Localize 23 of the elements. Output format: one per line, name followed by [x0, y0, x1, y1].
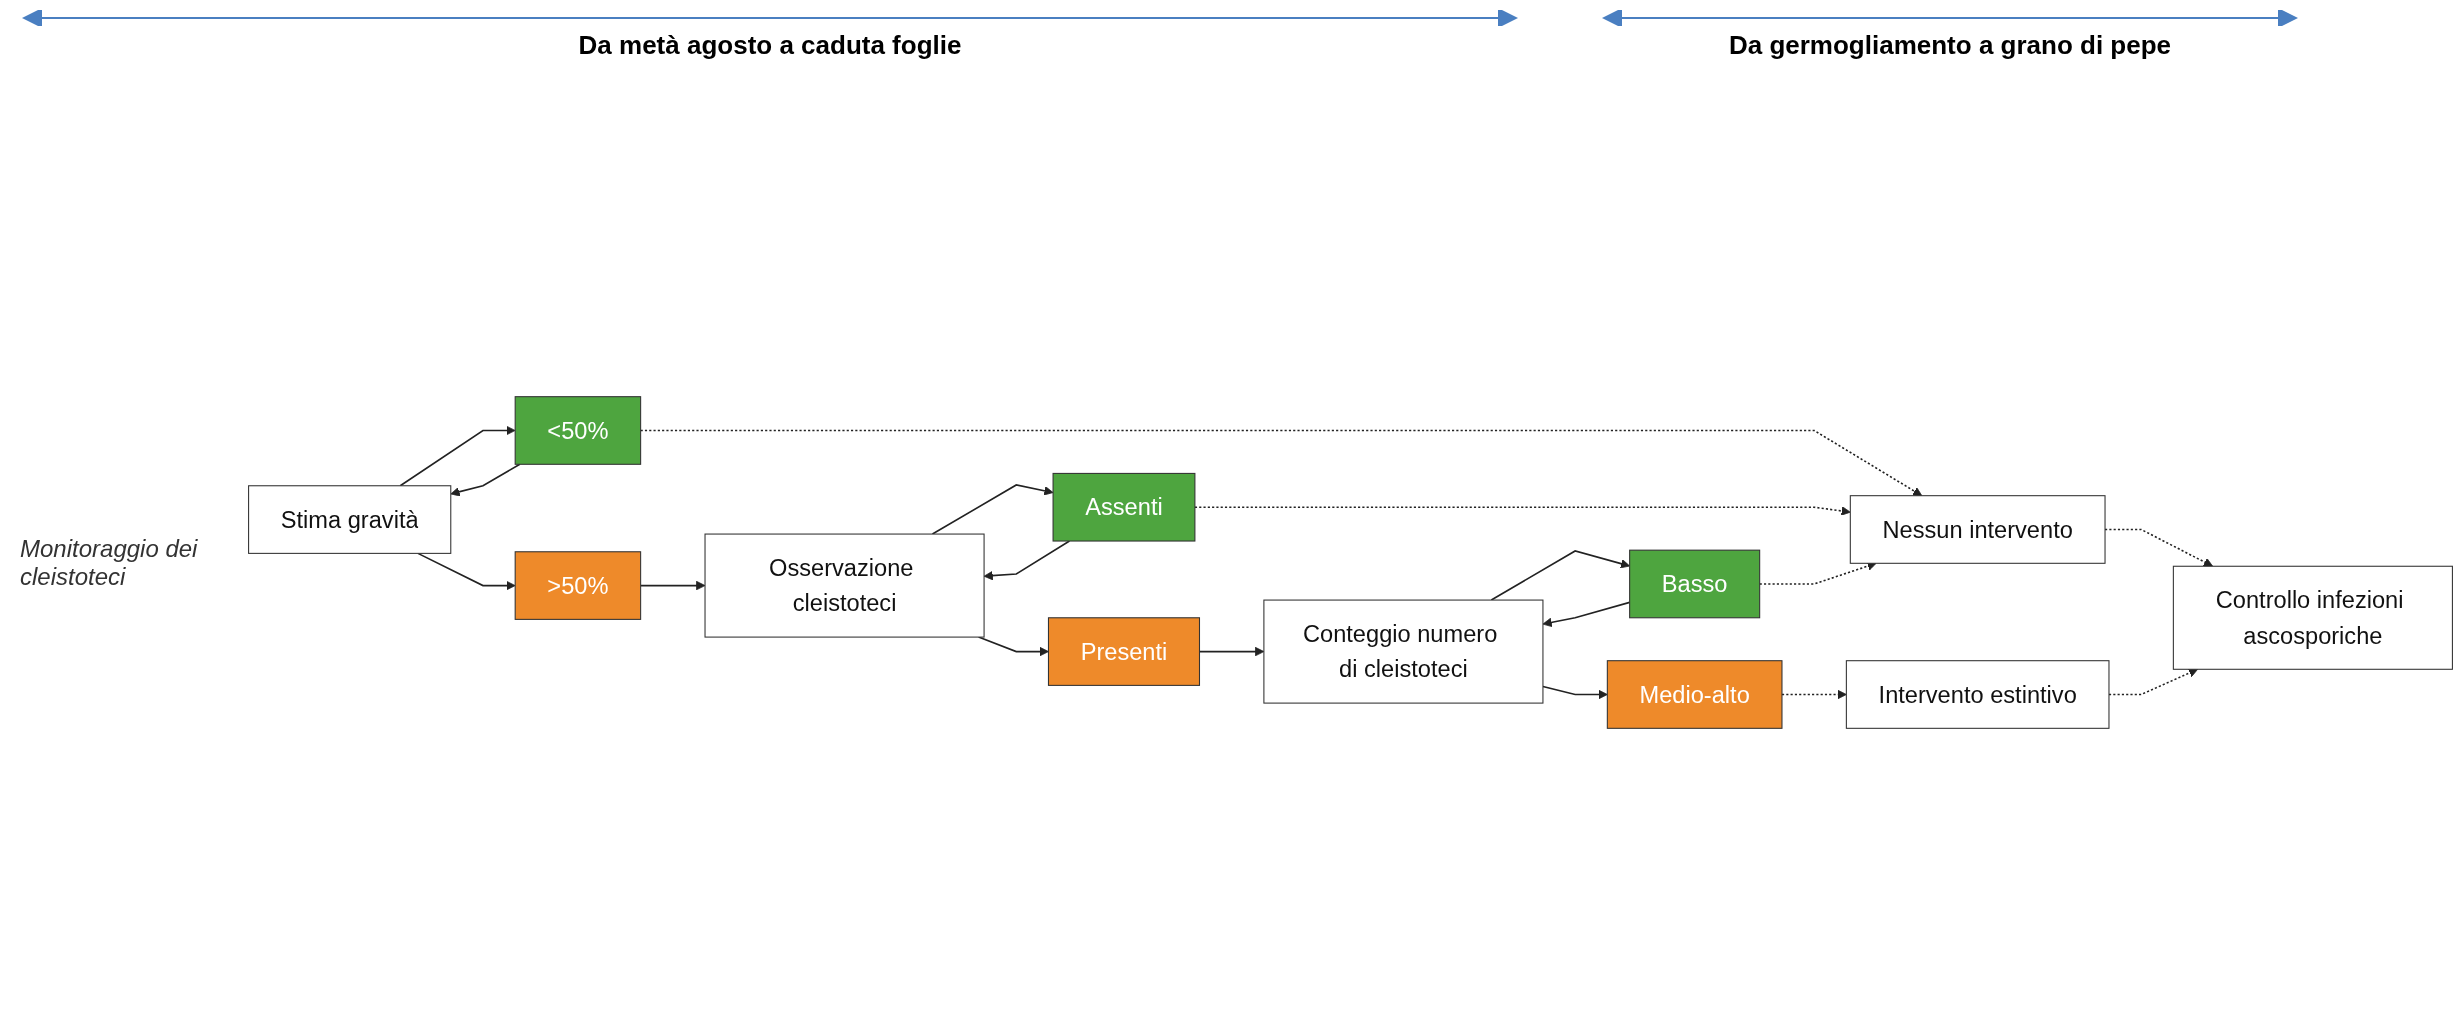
node-box: Medio-alto: [1606, 660, 1783, 729]
node-box: Basso: [1629, 549, 1761, 619]
node-box: Osservazione cleistoteci: [704, 533, 985, 638]
node-box: >50%: [514, 551, 642, 620]
arrow: [417, 552, 516, 591]
arrow: [1781, 689, 1847, 700]
node-box: Conteggio numero di cleistoteci: [1263, 599, 1544, 704]
node-box: Controllo infezioni ascosporiche: [2172, 565, 2453, 670]
arrow: [931, 484, 1054, 535]
node-box: Stima gravità: [248, 485, 452, 554]
node-box: <50%: [514, 396, 642, 465]
node-box: Presenti: [1047, 617, 1201, 686]
period-heading: Da germogliamento a grano di pepe: [1728, 30, 2172, 61]
arrow: [450, 463, 521, 497]
arrow: [1194, 506, 1851, 516]
note-text: Monitoraggio dei cleistoteci: [19, 534, 199, 591]
node-box: Assenti: [1052, 472, 1196, 542]
arrow: [1542, 685, 1608, 700]
node-box: Intervento estintivo: [1845, 660, 2110, 729]
node-box: Nessun intervento: [1849, 495, 2106, 564]
arrow: [399, 425, 516, 487]
period-heading: Da metà agosto a caduta foglie: [578, 30, 962, 61]
arrow: [2108, 668, 2199, 696]
